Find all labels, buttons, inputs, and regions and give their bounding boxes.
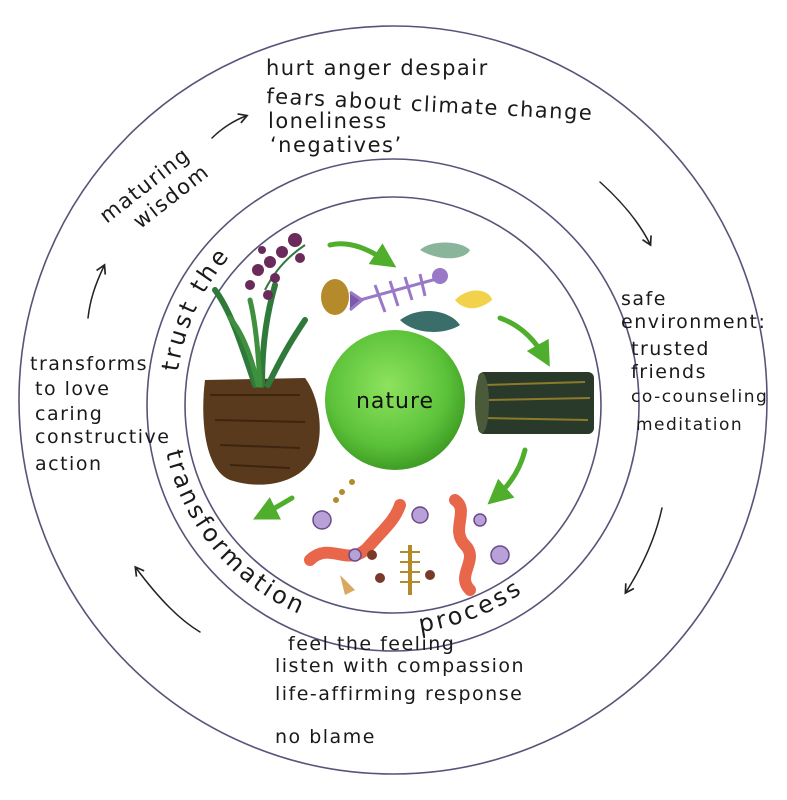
outer-text-right: safe environment: trusted friends co-cou…	[621, 288, 768, 435]
fish-skeleton-icon	[349, 268, 448, 313]
outer-text-bottom: feel the feeling listen with compassion …	[275, 633, 525, 748]
outer-bottom-line: life-affirming response	[275, 683, 523, 705]
outer-ring	[18, 25, 768, 775]
outer-bottom-line: no blame	[275, 726, 376, 748]
leaf-icon	[321, 242, 492, 332]
outer-bottom-line: feel the feeling	[288, 633, 455, 655]
outer-right-line: environment:	[621, 311, 766, 333]
outer-right-line: co-counseling	[631, 387, 768, 407]
outer-text-left-top: maturing wisdom	[95, 142, 214, 233]
outer-left-line: transforms	[30, 353, 148, 375]
nature-circle: nature	[325, 330, 465, 470]
outer-left-line: constructive	[35, 426, 170, 448]
outer-bottom-line: listen with compassion	[275, 655, 525, 677]
outer-cycle-arrows	[87, 113, 663, 633]
outer-left-line: to love	[35, 378, 110, 400]
outer-top-line: hurt anger despair	[266, 56, 489, 80]
berry-cluster-icon	[245, 233, 305, 300]
log-icon	[475, 372, 594, 434]
critter-icon	[333, 479, 435, 595]
outer-left-line: action	[35, 453, 102, 475]
plant-with-roots-icon	[203, 244, 320, 485]
outer-right-line: meditation	[636, 415, 743, 435]
ring-text-process: process	[416, 573, 528, 638]
outer-top-line: loneliness	[268, 109, 388, 133]
outer-top-line: ‘negatives’	[270, 133, 403, 157]
outer-right-line: safe	[621, 288, 667, 310]
outer-left-line: caring	[35, 403, 103, 425]
worm-icon	[304, 494, 476, 596]
middle-ring	[146, 158, 640, 652]
inner-cycle-arrows	[253, 241, 550, 520]
outer-text-top: hurt anger despair fears about climate c…	[266, 56, 594, 157]
outer-right-line: trusted	[631, 338, 710, 360]
outer-text-left: transforms to love caring constructive a…	[30, 353, 170, 475]
center-label: nature	[356, 389, 434, 414]
inner-ring	[184, 196, 602, 614]
outer-right-line: friends	[631, 361, 707, 383]
mushroom-icon	[312, 506, 510, 565]
